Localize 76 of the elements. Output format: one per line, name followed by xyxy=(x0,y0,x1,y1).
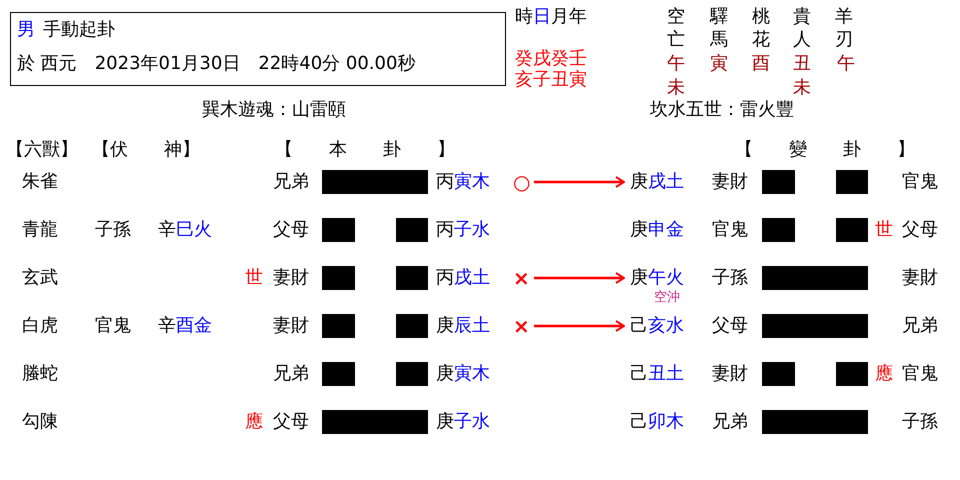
stem-branch: 庚申金 xyxy=(630,218,684,242)
stem-branch: 庚子水 xyxy=(436,410,490,434)
shensha-name: 驛馬 xyxy=(710,5,729,51)
relation: 妻財 xyxy=(273,314,309,338)
relation: 妻財 xyxy=(902,266,938,290)
arrow xyxy=(534,176,625,188)
relation: 兄弟 xyxy=(902,314,938,338)
column-header: 【 變 卦 】 xyxy=(735,138,915,162)
six-spirit: 螣蛇 xyxy=(22,362,58,386)
shensha-branch: 丑 xyxy=(793,52,811,76)
info-box xyxy=(10,12,506,86)
arrow xyxy=(534,272,625,284)
relation: 父母 xyxy=(273,218,309,242)
relation: 父母 xyxy=(273,410,309,434)
relation: 妻財 xyxy=(273,266,309,290)
relation: 子孫 xyxy=(95,218,131,242)
hexagram-name: 巽木遊魂：山雷頤 xyxy=(202,98,346,122)
relation: 兄弟 xyxy=(712,410,748,434)
relation: 官鬼 xyxy=(902,362,938,386)
column-header: 【伏 神】 xyxy=(92,138,200,162)
arrow xyxy=(534,320,625,332)
moving-mark: × xyxy=(513,266,530,290)
column-header: 【六獸】 xyxy=(6,138,78,162)
shensha-branch: 午 xyxy=(667,52,685,76)
void-clash-note: 空沖 xyxy=(654,289,680,307)
hexagram-name: 坎水五世：雷火豐 xyxy=(650,98,794,122)
relation: 父母 xyxy=(902,218,938,242)
moving-mark: × xyxy=(513,314,530,338)
stem-row-text: 癸戌癸壬 xyxy=(515,47,587,70)
stem-branch: 庚寅木 xyxy=(436,362,490,386)
divination-method: 手動起卦 xyxy=(43,18,115,42)
shensha-name: 貴人 xyxy=(793,5,812,51)
pillar-header: 時日月年 xyxy=(515,5,587,29)
stem-branch: 庚辰土 xyxy=(436,314,490,338)
stem-branch: 丙戌土 xyxy=(436,266,490,290)
stem-branch: 辛巳火 xyxy=(158,218,212,242)
shensha-branch: 未 xyxy=(667,76,685,100)
column-header: 【 本 卦 】 xyxy=(275,138,455,162)
relation: 子孫 xyxy=(712,266,748,290)
shensha-branch: 寅 xyxy=(710,52,728,76)
response-marker: 應 xyxy=(875,362,893,386)
branch-row: 亥子丑寅 xyxy=(515,68,587,92)
six-spirit: 白虎 xyxy=(22,314,58,338)
changed-stem-branch: 庚午火 xyxy=(630,266,684,290)
shensha-branch: 午 xyxy=(837,52,855,76)
shensha-name: 桃花 xyxy=(752,5,771,51)
relation: 妻財 xyxy=(712,170,748,194)
relation: 妻財 xyxy=(712,362,748,386)
six-spirit: 青龍 xyxy=(22,218,58,242)
shensha-branch: 酉 xyxy=(752,52,770,76)
stem-branch: 丙子水 xyxy=(436,218,490,242)
stem-branch: 辛酉金 xyxy=(158,314,212,338)
shensha-name: 空亡 xyxy=(667,5,686,51)
changed-stem-branch: 己亥水 xyxy=(630,314,684,338)
six-spirit: 朱雀 xyxy=(22,170,58,194)
world-marker: 世 xyxy=(875,218,893,242)
relation: 兄弟 xyxy=(273,362,309,386)
relation: 兄弟 xyxy=(273,170,309,194)
relation: 官鬼 xyxy=(95,314,131,338)
stem-branch: 己丑土 xyxy=(630,362,684,386)
relation: 官鬼 xyxy=(712,218,748,242)
relation: 子孫 xyxy=(902,410,938,434)
stem-branch: 己卯木 xyxy=(630,410,684,434)
six-spirit: 玄武 xyxy=(22,266,58,290)
gender-label: 男 xyxy=(17,18,35,42)
shensha-name: 羊刃 xyxy=(835,5,854,51)
moving-mark: ○ xyxy=(513,170,530,194)
world-marker: 世 xyxy=(245,266,263,290)
six-spirit: 勾陳 xyxy=(22,410,58,434)
stem-branch: 丙寅木 xyxy=(436,170,490,194)
date-time: 於 西元 2023年01月30日 22時40分 00.00秒 xyxy=(17,52,416,76)
relation: 官鬼 xyxy=(902,170,938,194)
shensha-branch: 未 xyxy=(793,76,811,100)
response-marker: 應 xyxy=(245,410,263,434)
relation: 父母 xyxy=(712,314,748,338)
changed-stem-branch: 庚戌土 xyxy=(630,170,684,194)
